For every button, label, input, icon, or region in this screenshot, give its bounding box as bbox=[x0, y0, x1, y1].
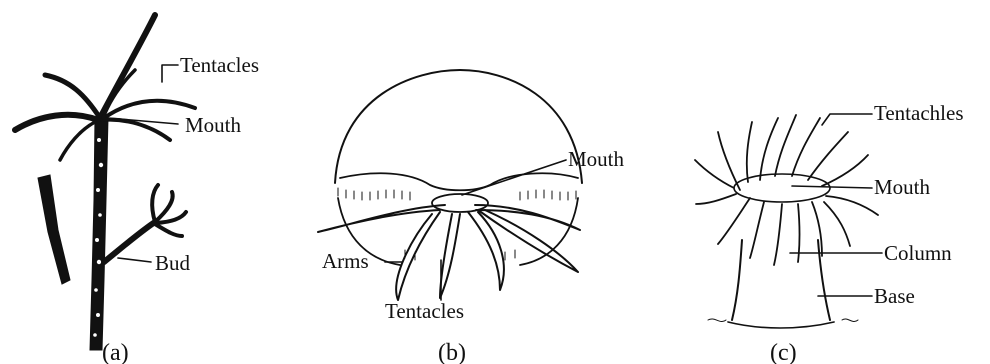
leader-bud-a bbox=[118, 258, 151, 262]
hydra-bud-tentacle bbox=[152, 185, 158, 222]
label-column-c: Column bbox=[884, 241, 952, 265]
anemone-tentacles bbox=[695, 115, 878, 265]
leader-tentacles-c bbox=[822, 114, 872, 125]
panel-a-hydra: Tentacles Mouth Bud (a) bbox=[15, 15, 259, 364]
label-tentacles-c: Tentachles bbox=[874, 101, 964, 125]
leader-mouth-b bbox=[462, 160, 566, 195]
leader-tentacles-a bbox=[162, 65, 178, 82]
hydra-bud-tentacle bbox=[155, 224, 182, 236]
leader-mouth-c bbox=[792, 186, 872, 188]
hydra-side-branch bbox=[38, 175, 70, 284]
label-mouth-c: Mouth bbox=[874, 175, 931, 199]
panel-c-sea-anemone: Tentachles Mouth Column Base (c) bbox=[695, 101, 964, 364]
label-tentacles-a: Tentacles bbox=[180, 53, 259, 77]
anemone-base bbox=[728, 322, 834, 328]
jellyfish-fringe-lower bbox=[405, 250, 515, 260]
jellyfish-arm bbox=[318, 205, 445, 232]
panel-b-jellyfish: Mouth Arms Tentacles (b) bbox=[318, 70, 625, 364]
label-mouth-b: Mouth bbox=[568, 147, 625, 171]
caption-c: (c) bbox=[770, 340, 797, 364]
jellyfish-arm bbox=[396, 212, 440, 300]
anemone-substrate bbox=[708, 319, 858, 322]
hydra-tentacle bbox=[60, 122, 95, 160]
caption-b: (b) bbox=[438, 340, 466, 364]
hydra-tentacle bbox=[45, 75, 100, 118]
label-arms-b: Arms bbox=[322, 249, 369, 273]
hydra-bud-tentacle bbox=[155, 192, 173, 222]
label-mouth-a: Mouth bbox=[185, 113, 242, 137]
label-base-c: Base bbox=[874, 284, 915, 308]
jellyfish-arm bbox=[440, 214, 460, 298]
caption-a: (a) bbox=[102, 340, 129, 364]
hydra-bud bbox=[104, 222, 155, 262]
jellyfish-bell bbox=[335, 70, 582, 183]
jellyfish-bell-rim bbox=[340, 173, 578, 190]
anemone-column bbox=[732, 240, 830, 320]
hydra-tentacle bbox=[104, 101, 195, 118]
label-tentacles-b: Tentacles bbox=[385, 299, 464, 323]
label-bud-a: Bud bbox=[155, 251, 191, 275]
